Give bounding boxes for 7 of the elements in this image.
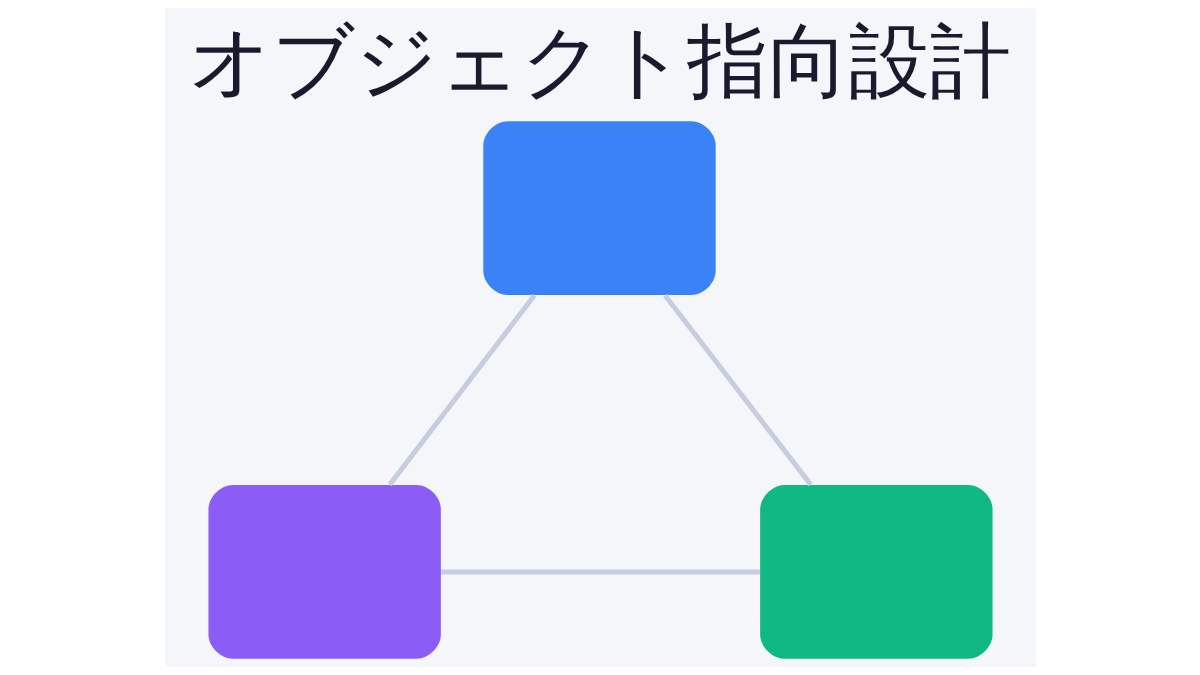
node-box [207,485,441,659]
connector [440,569,760,575]
connector [662,293,813,487]
diagram-title: オブジェクト指向設計 [189,13,1011,108]
node-box [482,121,716,296]
connector [387,293,536,487]
node-box [759,485,993,659]
